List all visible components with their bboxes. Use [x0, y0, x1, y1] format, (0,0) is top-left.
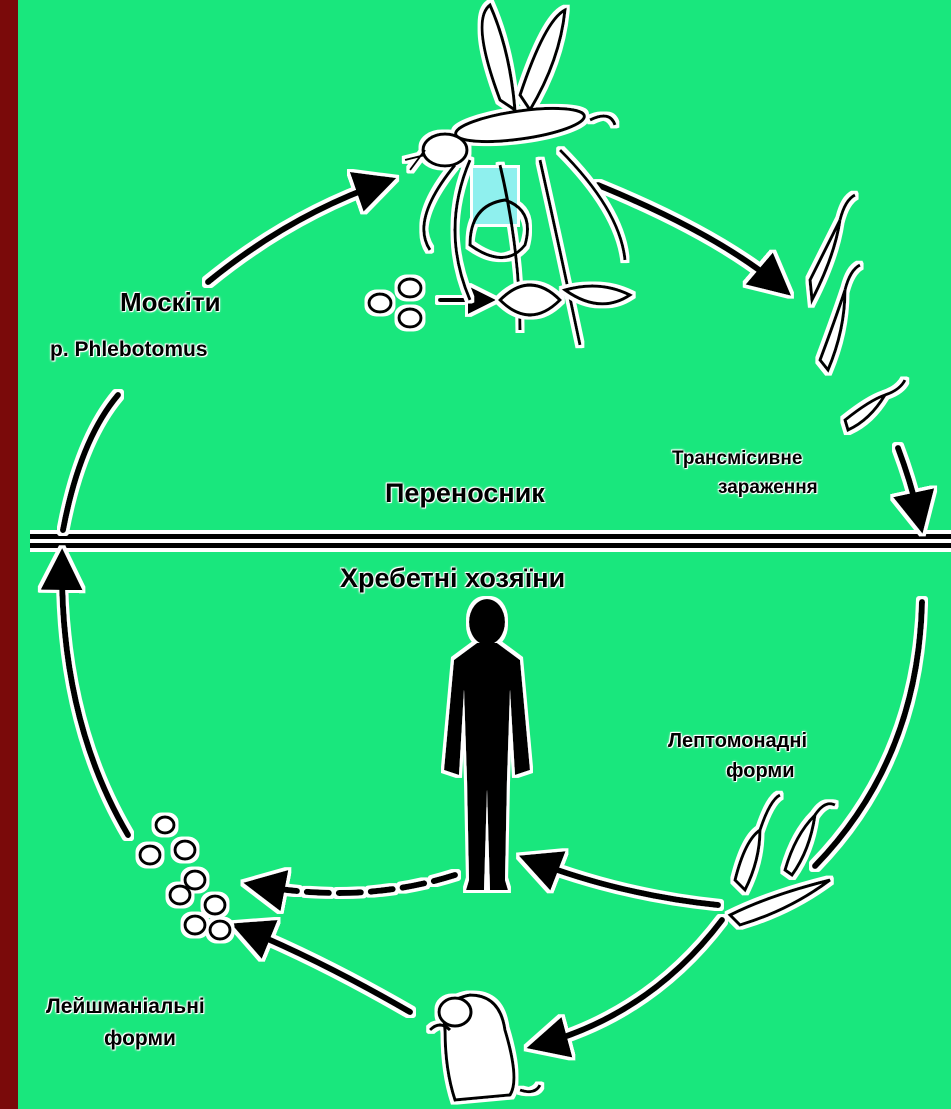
sandfly-promastigotes-icon [500, 285, 630, 315]
human-silhouette-icon [444, 599, 530, 890]
arrow-left-up [63, 395, 118, 530]
arrow-transmission-down [898, 448, 920, 522]
leptomonad-label-line1: Лептомонадні [668, 730, 807, 753]
vector-zone-label: Переносник [385, 478, 545, 509]
zone-divider [30, 530, 951, 552]
transmission-label-line2: зараження [718, 477, 818, 499]
arrow-to-sandfly [208, 182, 385, 282]
vector-name-label: Москіти [120, 287, 221, 318]
vector-genus-label: р. Phlebotomus [50, 338, 208, 362]
arrow-right-down [815, 602, 922, 866]
leishmanial-label-line2: форми [104, 1027, 176, 1051]
rodent-icon [430, 995, 540, 1100]
leishmanial-cells-icon [140, 817, 230, 939]
leptomonad-label-line2: форми [726, 760, 795, 783]
arrow-rodent-to-amastigotes [242, 928, 410, 1012]
host-zone-label: Хребетні хозяїни [340, 563, 565, 594]
arrow-leptomonad-to-human [530, 860, 718, 905]
arrow-leptomonad-to-rodent [538, 920, 722, 1045]
arrow-amastigotes-up [62, 560, 128, 835]
arrow-human-to-amastigotes-dashed [255, 875, 455, 893]
arrow-sandfly-to-promastigotes [598, 185, 782, 288]
ingested-amastigotes-icon [369, 279, 421, 327]
transmission-label-line1: Трансмісивне [672, 448, 802, 470]
leishmanial-label-line1: Лейшманіальні [46, 995, 205, 1019]
transmitted-promastigotes-icon [810, 195, 905, 430]
